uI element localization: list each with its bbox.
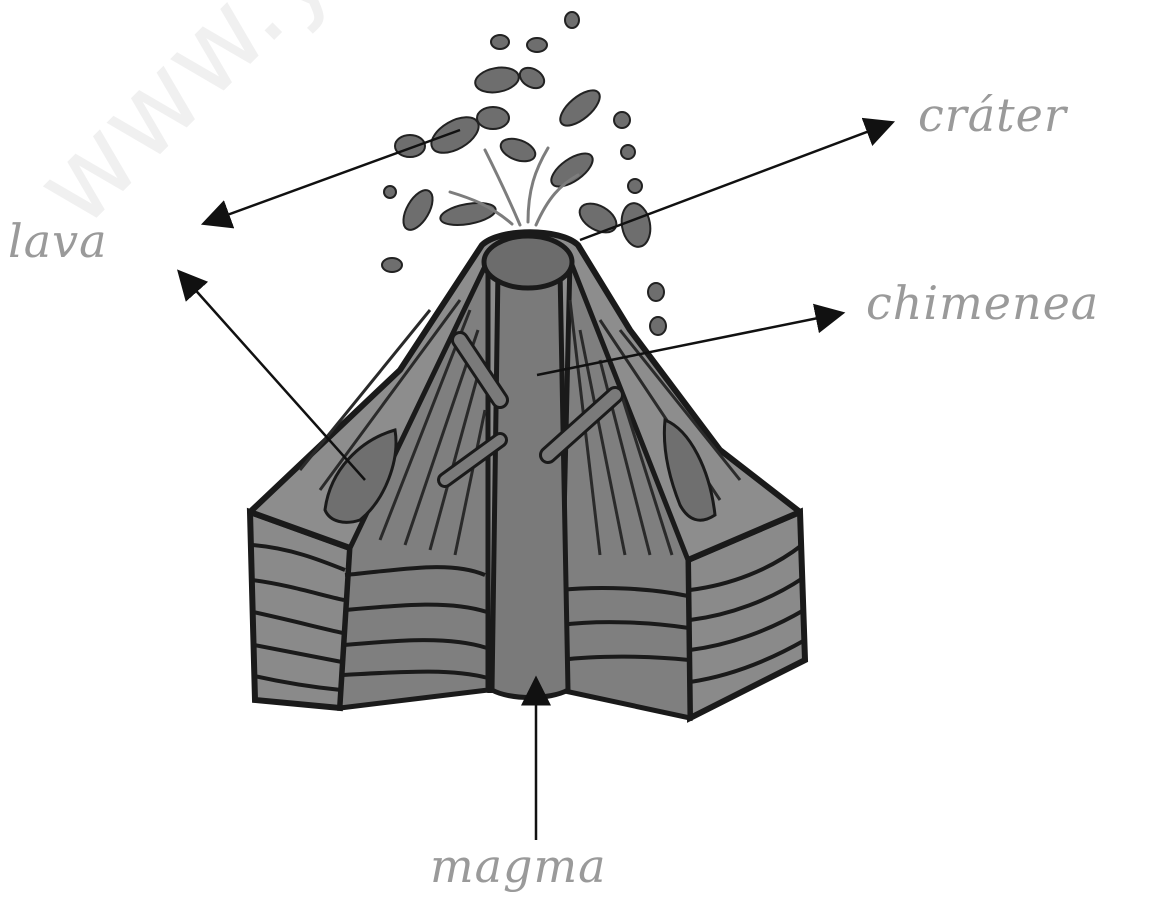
label-magma: magma [430, 843, 607, 889]
label-lava: lava [8, 218, 108, 264]
label-crater: cráter [918, 92, 1067, 138]
arrow-crater [580, 124, 888, 240]
crater [484, 236, 572, 288]
arrow-lava-slope [182, 275, 365, 480]
label-chimenea: chimenea [866, 280, 1099, 326]
